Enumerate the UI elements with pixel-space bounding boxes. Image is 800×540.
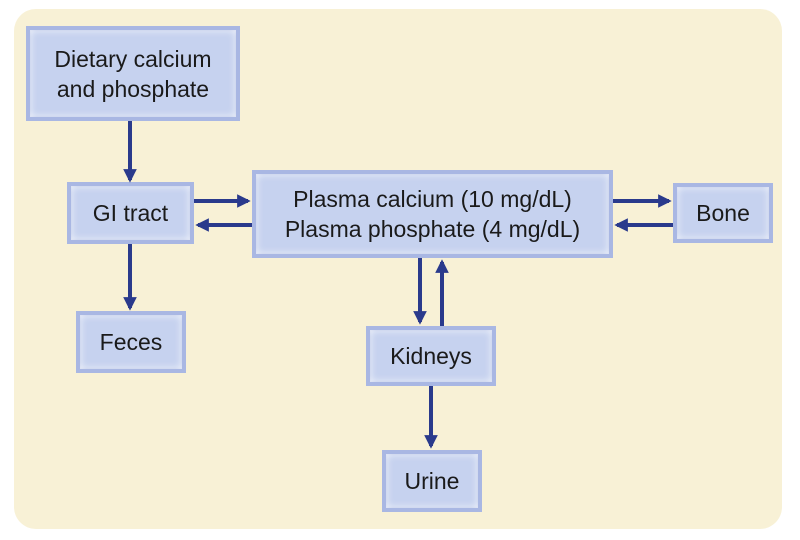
node-kidneys-label: Kidneys [390,343,472,369]
node-urine-label: Urine [404,468,460,494]
node-plasma-line2: Plasma phosphate (4 mg/dL) [284,216,581,242]
node-bone-label: Bone [696,200,750,226]
node-gi-tract: GI tract [67,182,194,244]
node-bone: Bone [673,183,773,243]
node-urine: Urine [382,450,482,512]
node-feces-label: Feces [99,329,163,355]
node-plasma-line1: Plasma calcium (10 mg/dL) [293,186,572,212]
node-dietary-calcium-phosphate: Dietary calcium and phosphate [26,26,240,121]
node-dietary-line2: and phosphate [56,75,210,102]
node-dietary-line1: Dietary calcium [54,45,212,72]
node-gi-tract-label: GI tract [92,200,169,226]
node-kidneys: Kidneys [366,326,496,386]
node-feces: Feces [76,311,186,373]
node-plasma: Plasma calcium (10 mg/dL) Plasma phospha… [252,170,613,258]
